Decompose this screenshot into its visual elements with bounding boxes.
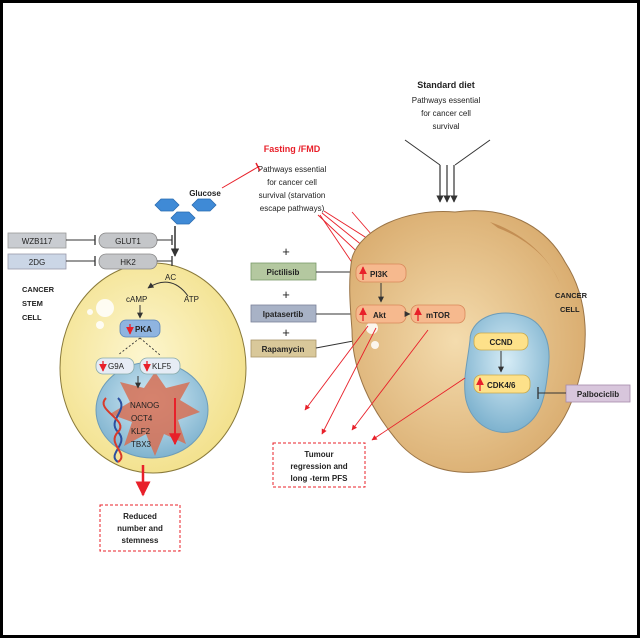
rapamycin-label: Rapamycin	[262, 345, 305, 354]
stem-cell-label-2: STEM	[22, 299, 43, 308]
hk2-label: HK2	[120, 258, 136, 267]
cancer-cell-label-1: CANCER	[555, 291, 588, 300]
stem-cell-label-3: CELL	[22, 313, 42, 322]
fasting-line-4: escape pathways)	[260, 204, 325, 213]
mtor-to-outcome-arrow	[351, 329, 429, 431]
ccnd-label: CCND	[489, 338, 512, 347]
gene-nanog: NANOG	[130, 401, 159, 410]
fasting-inhibit-glucose	[221, 166, 259, 189]
standard-diet-title: Standard diet	[417, 80, 475, 90]
pi3k-node	[355, 263, 407, 283]
glucose-hexagon	[154, 198, 180, 212]
stem-outcome-box	[99, 504, 181, 552]
vesicle	[87, 309, 93, 315]
cdk-to-outcome-arrow	[371, 377, 466, 441]
twodg-label: 2DG	[29, 258, 45, 267]
fasting-line-3: survival (starvation	[259, 191, 326, 200]
pka-label: PKA	[135, 325, 152, 334]
gene-tbx3: TBX3	[131, 440, 152, 449]
palbociclib-label: Palbociclib	[577, 390, 619, 399]
plus-sign-3: +	[282, 325, 290, 340]
g9a-label: G9A	[108, 362, 125, 371]
glucose-group: Glucose	[154, 189, 221, 257]
tumour-outcome-line-1: Tumour	[304, 450, 333, 459]
standard-diet-block: Standard diet Pathways essential for can…	[404, 80, 491, 203]
atp-label: ATP	[184, 295, 199, 304]
pi3k-label: PI3K	[370, 270, 388, 279]
stem-outcome-line-3: stemness	[122, 536, 159, 545]
tumour-outcome-line-3: long -term PFS	[291, 474, 349, 483]
gene-klf2: KLF2	[131, 427, 151, 436]
ac-label: AC	[165, 273, 176, 282]
pi3k-to-outcome-arrow	[304, 325, 369, 411]
standard-diet-line-2: for cancer cell	[421, 109, 471, 118]
cdk46-node	[473, 374, 531, 394]
akt-label: Akt	[373, 311, 386, 320]
plus-sign-2: +	[282, 287, 290, 302]
glucose-hexagon	[191, 198, 217, 212]
glut1-label: GLUT1	[115, 237, 141, 246]
glucose-hexagon	[170, 211, 196, 225]
standard-diet-funnel	[404, 139, 491, 166]
stem-outcome-line-1: Reduced	[123, 512, 157, 521]
fasting-inhibit-bar	[255, 162, 261, 172]
ccnd-node	[473, 332, 529, 351]
cancer-cell-nucleus	[464, 312, 550, 433]
vesicle	[366, 322, 378, 334]
mtor-label: mTOR	[426, 311, 450, 320]
pictilisib-label: Pictilisib	[267, 268, 300, 277]
glucose-label: Glucose	[189, 189, 221, 198]
vesicle	[96, 299, 114, 317]
rapamycin-box	[250, 339, 317, 358]
vesicle	[371, 341, 379, 349]
plus-sign-1: +	[282, 244, 290, 259]
mtor-node	[410, 304, 466, 324]
standard-diet-line-3: survival	[432, 122, 459, 131]
tumour-outcome-line-2: regression and	[290, 462, 347, 471]
gene-oct4: OCT4	[131, 414, 153, 423]
wzb117-label: WZB117	[22, 237, 53, 246]
stem-outcome-line-2: number and	[117, 524, 163, 533]
dna-strand-b	[102, 397, 123, 463]
vesicle	[96, 321, 104, 329]
akt-to-outcome-arrow	[321, 327, 377, 435]
klf5-label: KLF5	[152, 362, 172, 371]
fasting-line-2: for cancer cell	[267, 178, 317, 187]
cancer-cell-label-2: CELL	[560, 305, 580, 314]
standard-diet-line-1: Pathways essential	[412, 96, 481, 105]
stem-cell-label-1: CANCER	[22, 285, 55, 294]
ipatasertib-label: Ipatasertib	[263, 310, 304, 319]
camp-label: cAMP	[126, 295, 147, 304]
tumour-outcome-box	[272, 442, 366, 488]
fasting-line-1: Pathways essential	[258, 165, 327, 174]
cdk46-label: CDK4/6	[487, 381, 516, 390]
atp-to-camp-arrow	[147, 281, 189, 297]
fasting-title: Fasting /FMD	[264, 144, 321, 154]
pka-branch	[117, 337, 161, 356]
